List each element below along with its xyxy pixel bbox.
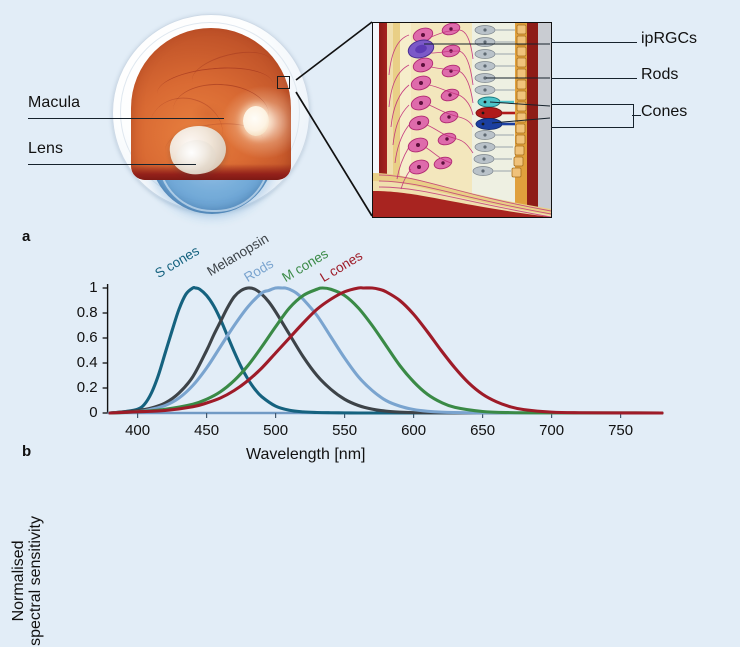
y-tick-label: 0.8 xyxy=(76,304,98,321)
x-tick-label: 700 xyxy=(539,422,565,439)
y-tick-label: 1 xyxy=(89,279,98,296)
x-tick-label: 750 xyxy=(608,422,634,439)
y-tick-label: 0 xyxy=(89,404,98,421)
cones-bracket xyxy=(551,104,634,128)
panel-letter-a: a xyxy=(22,228,31,245)
rods-label: Rods xyxy=(641,66,679,83)
optic-disc xyxy=(243,106,269,136)
x-tick-label: 650 xyxy=(470,422,496,439)
cones-label: Cones xyxy=(641,103,688,120)
curve-rods xyxy=(108,286,664,415)
inset-layer-vessel xyxy=(379,23,388,217)
x-tick-label: 550 xyxy=(332,422,358,439)
panel-letter-b: b xyxy=(22,443,32,460)
macula-label: Macula xyxy=(28,94,81,111)
y-tick-label: 0.2 xyxy=(76,379,98,396)
inset-cell-drawing xyxy=(373,23,551,217)
retina-cut-edge xyxy=(131,164,291,180)
y-axis-title-line1: Normalised xyxy=(10,540,28,622)
x-tick-label: 600 xyxy=(401,422,427,439)
y-axis-title-line2: spectral sensitivity xyxy=(27,516,44,646)
lens-label: Lens xyxy=(28,140,64,157)
inset-layer-outer xyxy=(373,23,383,217)
retina-cross-section-inset xyxy=(372,22,552,218)
curve-l-cones xyxy=(108,286,664,415)
eye-illustration xyxy=(112,14,312,214)
curve-m-cones xyxy=(108,286,664,415)
spectral-sensitivity-chart: Normalised spectral sensitivity Waveleng… xyxy=(0,231,740,646)
rods-leader-line xyxy=(551,78,637,79)
iprgcs-label: ipRGCs xyxy=(641,30,698,47)
zoom-region-box xyxy=(277,76,290,89)
x-tick-label: 450 xyxy=(194,422,220,439)
y-tick-label: 0.4 xyxy=(76,354,98,371)
inset-layer-nerve-fibre xyxy=(387,23,394,217)
y-axis-title: Normalised spectral sensitivity xyxy=(10,515,45,647)
macula-region xyxy=(191,102,225,126)
y-axis-title-wrap: Normalised spectral sensitivity xyxy=(0,516,94,646)
curve-melanopsin xyxy=(108,286,664,415)
plot-area xyxy=(102,284,664,418)
iprgcs-leader-line xyxy=(551,42,637,43)
cones-leader-line xyxy=(632,115,641,116)
curve-s-cones xyxy=(108,285,664,415)
inset-layer-nerve-fibre-2 xyxy=(393,23,401,217)
figure-root: a Macula Lens xyxy=(0,14,740,646)
x-tick-label: 400 xyxy=(125,422,151,439)
macula-leader-line xyxy=(28,118,224,119)
lens-leader-line xyxy=(28,164,196,165)
y-tick-label: 0.6 xyxy=(76,329,98,346)
x-tick-label: 500 xyxy=(263,422,289,439)
x-axis-title: Wavelength [nm] xyxy=(246,446,366,463)
